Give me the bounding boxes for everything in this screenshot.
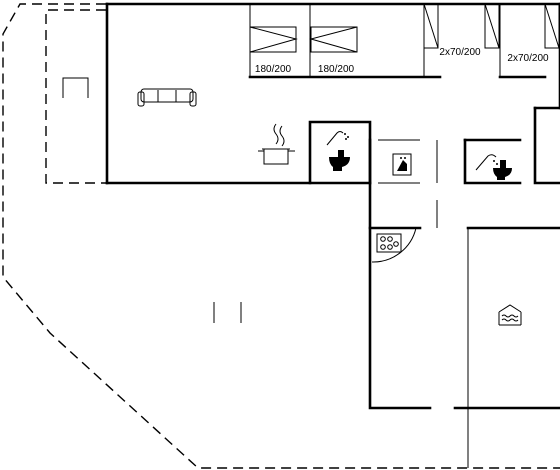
sofa-icon bbox=[137, 88, 197, 107]
double-bed-2-label: 180/200 bbox=[318, 64, 355, 75]
sauna-icon bbox=[376, 233, 402, 253]
twin-beds-2-label: 2x70/200 bbox=[507, 53, 549, 64]
double-bed-1-label: 180/200 bbox=[255, 64, 292, 75]
fireplace-icon bbox=[62, 77, 89, 98]
twin-beds-1: 2x70/200 bbox=[423, 3, 500, 58]
double-bed-1: 180/200 bbox=[249, 26, 298, 75]
pool-room-walls bbox=[453, 226, 560, 468]
double-bed-2: 180/200 bbox=[309, 26, 358, 75]
shower-toilet-icon bbox=[326, 131, 350, 171]
door-icon bbox=[213, 302, 242, 323]
sauna-walls bbox=[368, 181, 432, 410]
cooking-pot-icon bbox=[258, 123, 295, 165]
washing-machine-icon bbox=[392, 153, 412, 176]
pool-icon bbox=[498, 304, 522, 326]
twin-beds-2: 2x70/200 bbox=[507, 3, 560, 64]
bathroom-walls bbox=[308, 106, 560, 228]
shower-toilet-icon bbox=[475, 154, 512, 180]
twin-beds-1-label: 2x70/200 bbox=[439, 47, 481, 58]
terrace-outline bbox=[2, 3, 560, 469]
exterior-walls bbox=[105, 2, 560, 185]
